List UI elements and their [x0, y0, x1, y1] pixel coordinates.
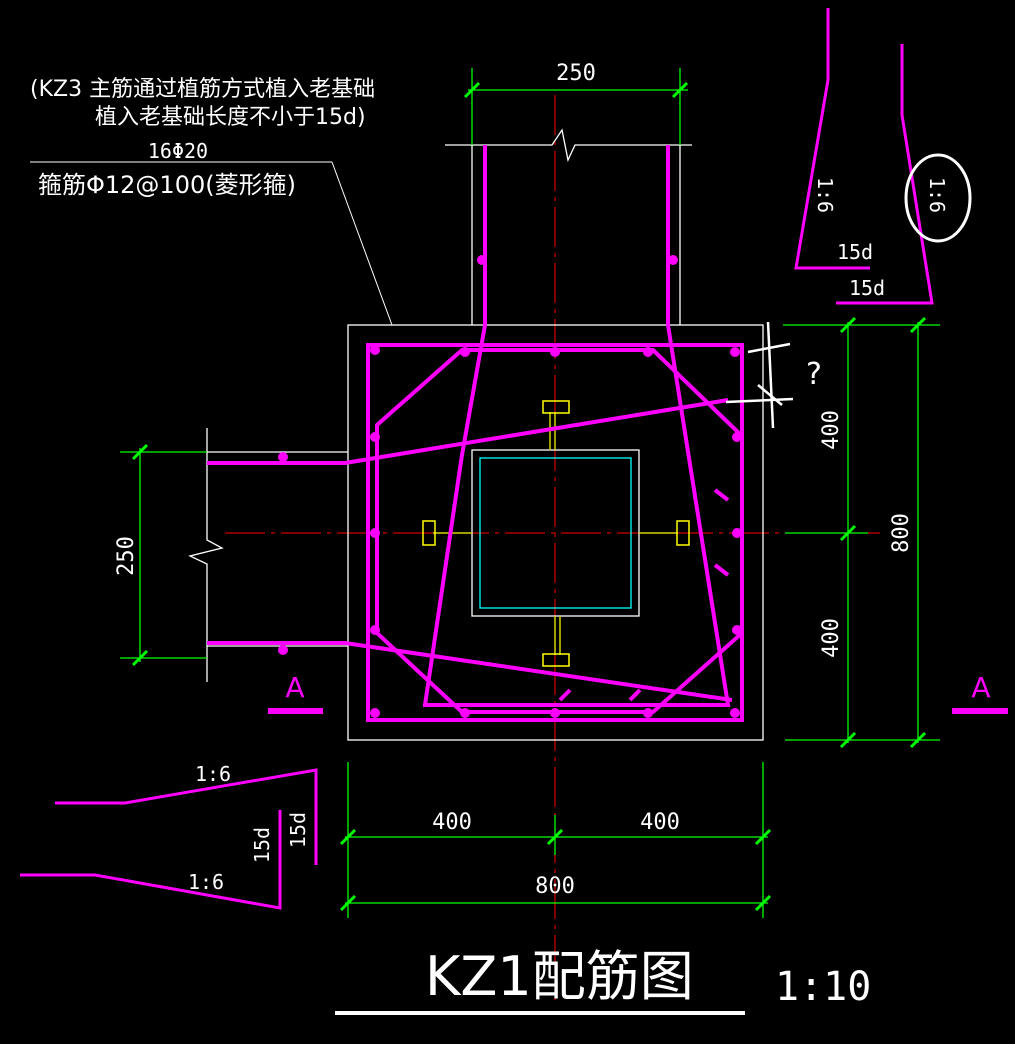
concrete-outlines: [188, 128, 764, 741]
bar-dot: [550, 708, 560, 718]
handwritten-annotation: [725, 321, 794, 429]
dimension-ticks: [131, 81, 927, 912]
left-beam-top-bar: [207, 398, 729, 465]
stirrup-note: 箍筋Φ12@100(菱形箍): [38, 171, 296, 199]
diamond-stirrup: [375, 348, 744, 714]
dim-right-total-text: 800: [889, 513, 914, 553]
beam-bar-dot: [278, 645, 288, 655]
anchor-note-line2: 植入老基础长度不小于15d): [95, 105, 366, 130]
leader-line: [331, 161, 393, 326]
steel-box-section: [479, 457, 632, 609]
dim-right-upper-text: 400: [819, 410, 844, 450]
bar-dot: [732, 528, 742, 538]
tie-tick-2: [713, 563, 730, 577]
stud-head-top: [542, 400, 570, 414]
beam-bar-dot: [278, 452, 288, 462]
dim-top-text: 250: [556, 61, 596, 86]
left-beam-break-line: [188, 428, 224, 682]
detail-left-anchor-a: 15d: [250, 827, 274, 863]
detail-left-slope-top: 1:6: [195, 762, 231, 786]
rebar-dots: [278, 255, 742, 718]
detail-anchor-b: 15d: [849, 276, 885, 300]
stud-head-right: [676, 520, 690, 546]
hand-stroke-2: [725, 397, 794, 404]
bar-dot: [370, 708, 380, 718]
left-beam-bottom-bar: [207, 641, 733, 702]
bar-dot: [730, 708, 740, 718]
drawing-scale: 1:10: [775, 964, 871, 1010]
detail-anchor-a: 15d: [837, 240, 873, 264]
detail-bar-lower: [20, 810, 282, 910]
top-beam-break-line: [445, 128, 692, 163]
detail-slope-b: 1:6: [925, 177, 949, 213]
detail-left-anchor-b: 15d: [286, 812, 310, 848]
top-beam-bars: [422, 145, 731, 707]
bar-dot: [370, 625, 380, 635]
dim-bottom-total-text: 800: [535, 874, 575, 899]
hand-stroke-1: [747, 342, 791, 354]
bar-dot: [370, 432, 380, 442]
rebar: [207, 145, 744, 722]
dim-bottom-right-text: 400: [640, 810, 680, 835]
bar-dot: [460, 708, 470, 718]
section-a-label-right: A: [971, 671, 990, 704]
bar-dot: [730, 347, 740, 357]
bar-dot: [370, 528, 380, 538]
dimension-texts: 250 250 400 400 800 400 400 800: [114, 61, 914, 899]
section-markers: A A: [268, 671, 1008, 714]
section-a-label-left: A: [285, 671, 304, 704]
dim-left-text: 250: [114, 536, 139, 576]
dim-right-lower-text: 400: [819, 618, 844, 658]
drawing-title: KZ1配筋图: [425, 945, 694, 1008]
bar-dot: [460, 347, 470, 357]
beam-bar-dot: [668, 255, 678, 265]
bar-dot: [732, 432, 742, 442]
tie-tick-4: [628, 688, 642, 702]
bar-dot: [550, 347, 560, 357]
hand-stroke-3: [757, 384, 783, 406]
column-outline: [347, 324, 764, 741]
note-leader: [30, 161, 393, 326]
detail-bar-left: [794, 8, 870, 270]
detail-bar-right: [836, 44, 934, 305]
bar-dot: [370, 345, 380, 355]
handwritten-question-mark: ?: [806, 357, 822, 392]
main-bars-note: 16Φ20: [148, 139, 208, 163]
dim-bottom-left-text: 400: [432, 810, 472, 835]
detail-left-slope-bottom: 1:6: [188, 870, 224, 894]
bar-dot: [732, 625, 742, 635]
tie-tick-3: [558, 688, 572, 702]
beam-bar-dot: [477, 255, 487, 265]
stud-head-left: [422, 520, 436, 546]
hand-vertical-stroke: [766, 321, 775, 429]
detail-slope-a: 1:6: [813, 177, 837, 213]
anchor-detail-top-right: 1:6 1:6 15d 15d: [794, 8, 972, 305]
dimension-lines: [120, 68, 940, 918]
bar-dot: [643, 708, 653, 718]
handwritten-circle-mark: [904, 153, 972, 243]
title-block: KZ1配筋图 1:10: [335, 945, 871, 1015]
anchor-detail-bottom-left: 1:6 1:6 15d 15d: [20, 762, 318, 910]
steel-column: [422, 400, 690, 667]
anchor-note-line1: (KZ3 主筋通过植筋方式植入老基础: [30, 77, 375, 102]
detail-bar-upper: [55, 768, 318, 865]
notes: (KZ3 主筋通过植筋方式植入老基础 植入老基础长度不小于15d) 16Φ20 …: [30, 77, 375, 199]
tie-tick-1: [713, 488, 730, 502]
stud-head-bottom: [542, 653, 570, 667]
centerlines: [225, 95, 880, 1000]
bar-dot: [643, 347, 653, 357]
